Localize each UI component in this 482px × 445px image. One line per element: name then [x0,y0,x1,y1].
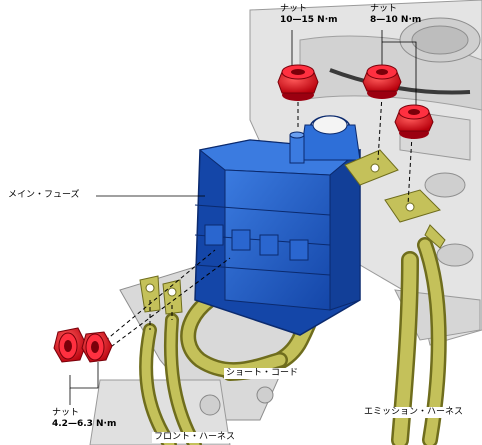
main-fuse-block [194,115,362,336]
nut-bottom-left-torque: 4.2—6.3 N·m [52,419,117,429]
leader-lines [69,30,417,405]
terminal-brackets [139,149,446,315]
nut-top-right-torque: 8—10 N·m [370,15,422,25]
short-cord-label: ショート・コード [224,368,301,379]
nut-top-right-1 [362,64,402,99]
main-fuse-label: メイン・フューズ [8,190,80,200]
nut-bottom-left-name: ナット [52,408,80,418]
nut-top-right-name: ナット [370,4,398,14]
nuts-bottom-left [53,327,113,363]
installation-guides [99,94,413,356]
nut-top-left [277,64,319,101]
nut-top-left-name: ナット [280,4,308,14]
nut-bottom-left-label: ナット 4.2—6.3 N·m [52,408,116,430]
front-harness-label: フロント・ハーネス [152,432,238,443]
nut-top-left-label: ナット 10—15 N·m [280,4,338,26]
emission-harness-label: エミッション・ハーネス [362,407,466,418]
nut-top-left-torque: 10—15 N·m [280,15,338,25]
nut-top-right-2 [394,104,434,139]
nut-top-right-label: ナット 8—10 N·m [370,4,421,26]
